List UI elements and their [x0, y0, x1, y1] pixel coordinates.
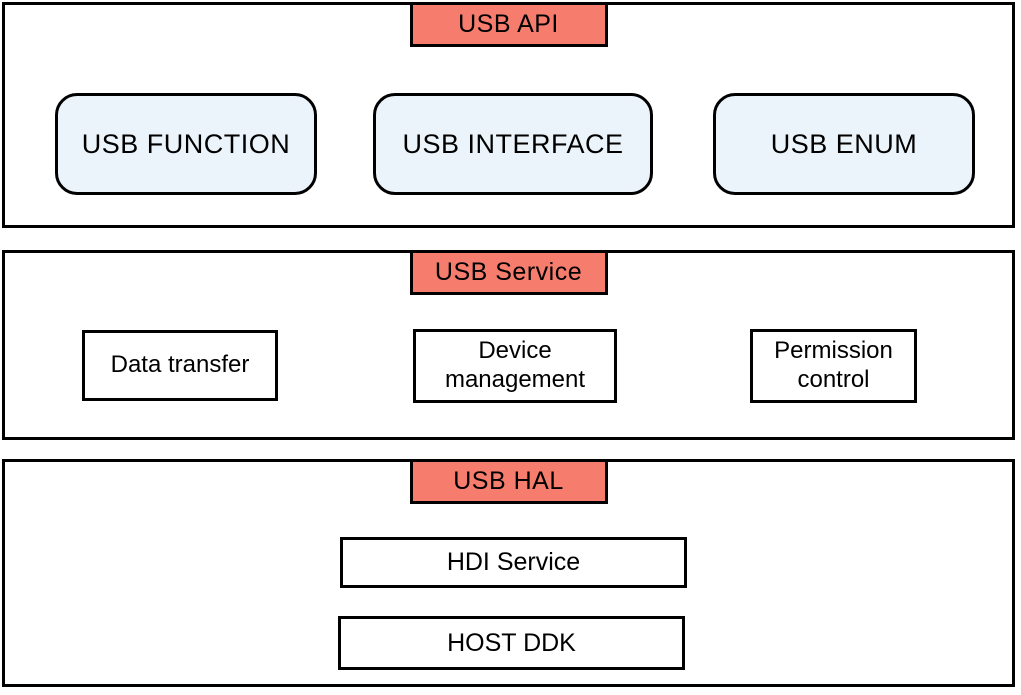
layer-usb-api: USB API USB FUNCTION USB INTERFACE USB E…	[2, 2, 1015, 228]
layer-usb-hal: USB HAL HDI Service HOST DDK	[2, 459, 1015, 687]
layer-label-usb-api: USB API	[409, 2, 608, 47]
box-usb-enum: USB ENUM	[713, 93, 975, 195]
box-device-management: Device management	[413, 329, 617, 403]
box-host-ddk: HOST DDK	[338, 616, 685, 670]
layer-label-usb-service: USB Service	[409, 250, 608, 295]
layer-usb-service: USB Service Data transfer Device managem…	[2, 250, 1015, 440]
box-hdi-service: HDI Service	[340, 537, 687, 588]
box-usb-interface: USB INTERFACE	[373, 93, 653, 195]
box-usb-function: USB FUNCTION	[55, 93, 317, 195]
layer-label-usb-hal: USB HAL	[409, 459, 608, 504]
box-permission-control: Permission control	[750, 329, 917, 403]
box-data-transfer: Data transfer	[82, 330, 278, 401]
